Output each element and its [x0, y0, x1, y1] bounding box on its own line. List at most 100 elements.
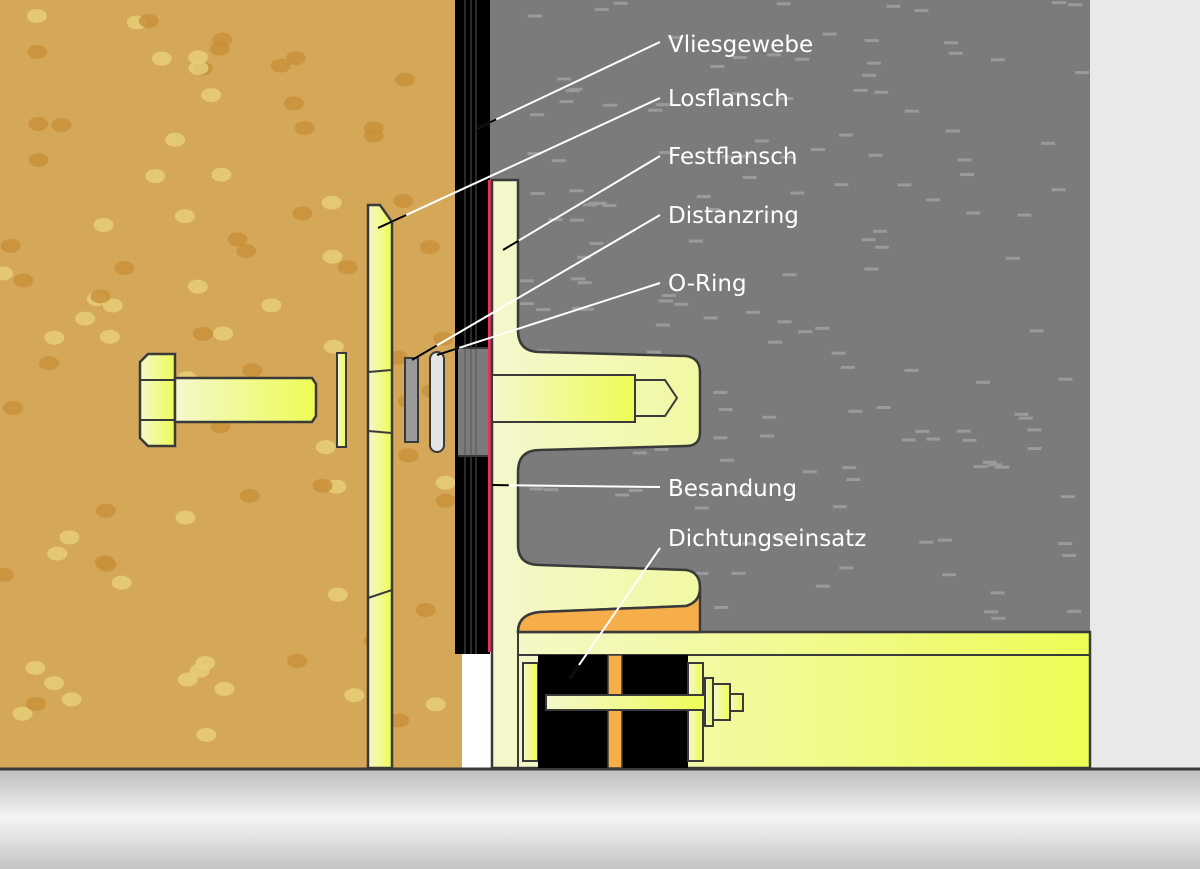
concrete-fleck [945, 129, 960, 133]
concrete-fleck [742, 175, 757, 179]
concrete-fleck [760, 434, 775, 438]
soil-grain [287, 653, 308, 668]
concrete-fleck [536, 308, 551, 312]
soil-grain [425, 697, 446, 712]
concrete-fleck [530, 192, 545, 196]
washer [336, 352, 347, 448]
concrete-fleck [853, 88, 868, 92]
concrete-fleck [873, 229, 888, 233]
concrete-fleck [901, 438, 916, 442]
concrete-fleck [718, 408, 733, 412]
concrete-fleck [834, 183, 849, 187]
concrete-fleck [668, 35, 683, 39]
concrete-fleck [864, 39, 879, 43]
concrete-fleck [815, 326, 830, 330]
concrete-fleck [565, 89, 580, 93]
concrete-fleck [646, 350, 661, 354]
concrete-fleck [710, 64, 725, 68]
concrete-fleck [577, 281, 592, 285]
soil-grain [188, 50, 209, 65]
soil-grain [213, 326, 234, 341]
hex-bolt [138, 352, 318, 448]
concrete-fleck [904, 368, 919, 372]
concrete-fleck [658, 299, 673, 303]
concrete-fleck [782, 273, 797, 277]
concrete-fleck [1058, 542, 1073, 546]
soil-grain [175, 510, 196, 525]
soil-grain [39, 356, 60, 371]
concrete-fleck [984, 610, 999, 614]
loose-flange [366, 203, 394, 770]
label-vliesgewebe: Vliesgewebe [668, 32, 813, 58]
soil-grain [292, 206, 313, 221]
leader-line [502, 155, 661, 251]
concrete-fleck [1051, 1, 1066, 5]
concrete-fleck [571, 277, 586, 281]
concrete-fleck [938, 538, 953, 542]
soil-grain [189, 663, 210, 678]
soil-grain [285, 51, 306, 66]
label-besandung: Besandung [668, 476, 797, 502]
soil-grain [138, 13, 159, 28]
concrete-fleck [1051, 188, 1066, 192]
concrete-fleck [840, 365, 855, 369]
soil-grain [227, 232, 248, 247]
leader-lines [377, 41, 661, 679]
leader-tip [569, 664, 580, 679]
soil-grain [398, 448, 419, 463]
soil-grain [27, 44, 48, 59]
soil-grain [111, 575, 132, 590]
concrete-fleck [570, 218, 585, 222]
concrete-fleck [577, 255, 592, 259]
leader-line [411, 214, 661, 361]
soil-grain [93, 217, 114, 232]
concrete-fleck [720, 458, 735, 462]
concrete-fleck [982, 460, 997, 464]
seal-insert-top [516, 587, 702, 634]
soil-grain [95, 503, 116, 518]
concrete-fleck [721, 155, 736, 159]
soil-grain [214, 681, 235, 696]
concrete-fleck [1067, 609, 1082, 613]
membrane-layers [455, 0, 490, 654]
concrete-fleck [713, 436, 728, 440]
soil-grain-pattern [0, 8, 456, 742]
soil-grain [177, 672, 198, 687]
label-festflansch: Festflansch [668, 144, 798, 170]
label-distanzring: Distanzring [668, 203, 799, 229]
concrete-fleck [654, 447, 669, 451]
concrete-fleck [795, 57, 810, 61]
concrete-fleck [544, 488, 559, 492]
concrete-fleck [746, 310, 761, 314]
soil-grain [28, 116, 49, 131]
concrete-fleck [942, 573, 957, 577]
concrete-fleck [613, 1, 628, 5]
concrete-fleck [1068, 3, 1083, 7]
concrete-fleck [777, 536, 792, 540]
soil-grain [94, 555, 115, 570]
concrete-fleck [995, 465, 1010, 469]
concrete-fleck [943, 41, 958, 45]
soil-grain [59, 530, 80, 545]
concrete-fleck [886, 4, 901, 8]
soil-grain [51, 118, 72, 133]
concrete-fleck [734, 490, 749, 494]
soil-grain [283, 96, 304, 111]
concrete-fleck [529, 487, 544, 491]
concrete-fleck [973, 465, 988, 469]
soil-grain [435, 475, 456, 490]
concrete-fleck [742, 542, 757, 546]
concrete-fleck [990, 58, 1005, 62]
concrete-fleck [815, 584, 830, 588]
concrete-fleck [960, 173, 975, 177]
soil-grain [114, 261, 135, 276]
concrete-fleck [956, 429, 971, 433]
concrete-fleck [842, 466, 857, 470]
concrete-fleck [706, 208, 721, 212]
soil-grain [0, 238, 21, 253]
concrete-fleck [832, 505, 847, 509]
concrete-fleck [713, 390, 728, 394]
concrete-fleck [874, 245, 889, 249]
soil-grain [419, 239, 440, 254]
soil-grain [236, 244, 257, 259]
